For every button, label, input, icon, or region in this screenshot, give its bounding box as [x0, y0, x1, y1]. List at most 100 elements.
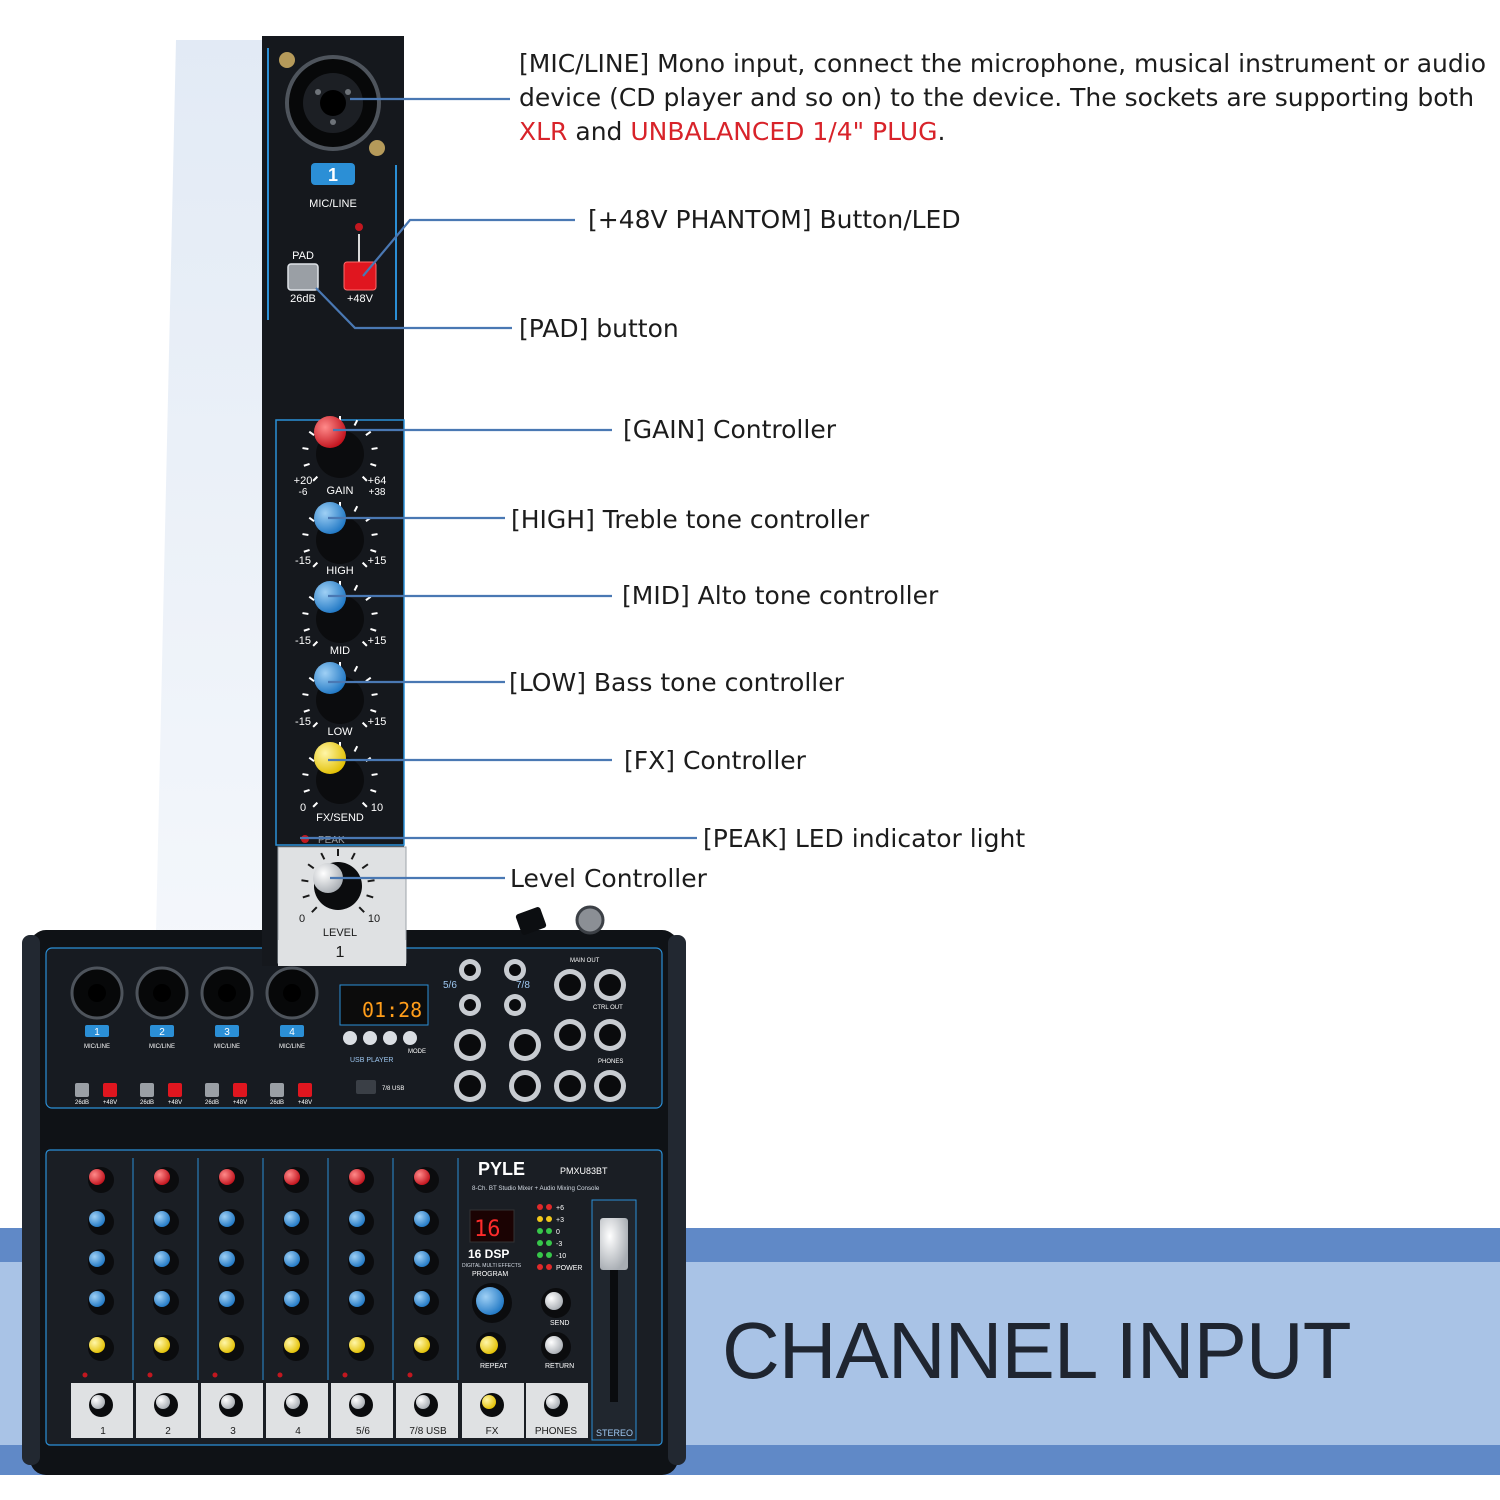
gain-knob[interactable]	[314, 416, 346, 448]
mixer-level-knob[interactable]	[546, 1395, 560, 1409]
mixer-channel-strip: 3	[201, 1158, 264, 1438]
mixer-pad-button-2[interactable]	[140, 1083, 154, 1097]
mixer-knob[interactable]	[219, 1211, 235, 1227]
mixer-knob[interactable]	[414, 1211, 430, 1227]
usb-mode-label: MODE	[408, 1049, 426, 1055]
meter-led	[546, 1228, 552, 1234]
high-knob-label: HIGH	[326, 565, 354, 577]
pad-label: PAD	[292, 250, 314, 262]
mixer-knob[interactable]	[284, 1251, 300, 1267]
mixer-knob[interactable]	[154, 1211, 170, 1227]
mixer-channel-strip: 5/6	[331, 1158, 394, 1438]
mixer-knob[interactable]	[349, 1211, 365, 1227]
mixer-pad-button-1[interactable]	[75, 1083, 89, 1097]
mixer-pad-db-label: 26dB	[270, 1100, 284, 1106]
mixer-knob[interactable]	[284, 1211, 300, 1227]
mixer-knob[interactable]	[89, 1169, 105, 1185]
channel-badge-label: 1	[328, 165, 338, 185]
gain-knob-min-label-2: -6	[299, 487, 308, 498]
mixer-channel-number: 5/6	[356, 1426, 370, 1437]
mixer-phantom-label: +48V	[168, 1100, 182, 1106]
mixer-level-knob[interactable]	[482, 1395, 496, 1409]
mixer-knob[interactable]	[480, 1336, 498, 1354]
mixer-knob[interactable]	[284, 1337, 300, 1353]
gain-knob-min-label: +20	[294, 475, 313, 487]
mixer-level-knob[interactable]	[416, 1395, 430, 1409]
mixer-peak-led	[212, 1372, 218, 1378]
low-knob[interactable]	[314, 662, 346, 694]
mixer-channel-badge-label: 2	[159, 1027, 165, 1038]
meter-led	[546, 1240, 552, 1246]
mixer-knob[interactable]	[89, 1211, 105, 1227]
mixer-knob[interactable]	[284, 1291, 300, 1307]
usb-display-time: 01:28	[362, 998, 422, 1022]
callout-mic-line-end: .	[937, 117, 946, 146]
meter-led	[546, 1216, 552, 1222]
mixer-level-knob[interactable]	[351, 1395, 365, 1409]
mixer-channel-strip: 2	[136, 1158, 199, 1438]
callout-mic-line-plug: UNBALANCED 1/4" PLUG	[630, 117, 938, 146]
high-knob-min-label: -15	[295, 555, 311, 567]
usb-player-button[interactable]	[363, 1031, 377, 1045]
mixer-knob[interactable]	[219, 1251, 235, 1267]
mixer-knob[interactable]	[476, 1287, 504, 1315]
mixer-knob[interactable]	[154, 1337, 170, 1353]
level-min-label: 0	[299, 913, 305, 925]
usb-player-button[interactable]	[343, 1031, 357, 1045]
mixer-phantom-button-2[interactable]	[168, 1083, 182, 1097]
mixer-knob[interactable]	[349, 1337, 365, 1353]
mixer-mic-line-label: MIC/LINE	[279, 1044, 305, 1050]
mixer-knob[interactable]	[284, 1169, 300, 1185]
mixer-level-knob[interactable]	[156, 1395, 170, 1409]
usb-player-button[interactable]	[403, 1031, 417, 1045]
mixer-level-knob[interactable]	[221, 1395, 235, 1409]
mixer-knob[interactable]	[89, 1251, 105, 1267]
mixer-knob[interactable]	[219, 1169, 235, 1185]
mixer-knob[interactable]	[154, 1251, 170, 1267]
mixer-mic-line-label: MIC/LINE	[214, 1044, 240, 1050]
mixer-knob[interactable]	[89, 1337, 105, 1353]
mixer-knob[interactable]	[349, 1291, 365, 1307]
mixer-channel-strip: 7/8 USB	[396, 1158, 459, 1438]
mixer-knob[interactable]	[154, 1291, 170, 1307]
mixer-knob[interactable]	[545, 1292, 563, 1310]
usb-player-button[interactable]	[383, 1031, 397, 1045]
meter-led	[537, 1204, 543, 1210]
mic-line-label: MIC/LINE	[309, 198, 357, 210]
mixer-phantom-button-3[interactable]	[233, 1083, 247, 1097]
mixer-phantom-button-1[interactable]	[103, 1083, 117, 1097]
meter-label: -3	[556, 1241, 562, 1248]
meter-led	[537, 1240, 543, 1246]
usb-player-label: USB PLAYER	[350, 1057, 393, 1064]
mixer-knob[interactable]	[89, 1291, 105, 1307]
mixer-knob[interactable]	[349, 1251, 365, 1267]
mixer-level-knob[interactable]	[286, 1395, 300, 1409]
fx-send-knob-min-label: 0	[300, 802, 306, 814]
leader-lines	[300, 97, 697, 880]
mixer-phantom-label: +48V	[233, 1100, 247, 1106]
mixer-knob[interactable]	[154, 1169, 170, 1185]
callout-pad: [PAD] button	[519, 314, 679, 343]
mixer-pad-button-3[interactable]	[205, 1083, 219, 1097]
mixer-knob[interactable]	[349, 1169, 365, 1185]
mixer-knob[interactable]	[414, 1169, 430, 1185]
mixer-knob[interactable]	[219, 1291, 235, 1307]
program-display	[469, 1209, 515, 1243]
mixer-channel-strip: 1	[71, 1158, 134, 1438]
main-out-label: MAIN OUT	[570, 958, 600, 964]
stereo-fader-cap[interactable]	[600, 1218, 628, 1270]
level-knob[interactable]	[313, 863, 343, 893]
usb-source-switch[interactable]	[356, 1080, 376, 1094]
gain-knob-scale	[302, 416, 378, 482]
mixer-phantom-button-4[interactable]	[298, 1083, 312, 1097]
mixer-pad-button-4[interactable]	[270, 1083, 284, 1097]
mixer-knob[interactable]	[414, 1291, 430, 1307]
stereo-label: STEREO	[596, 1428, 633, 1438]
mixer-knob[interactable]	[414, 1337, 430, 1353]
pad-button[interactable]	[287, 263, 319, 291]
mixer-level-knob[interactable]	[91, 1395, 105, 1409]
mixer-knob[interactable]	[545, 1336, 563, 1354]
mixer-knob[interactable]	[414, 1251, 430, 1267]
mixer-knob[interactable]	[219, 1337, 235, 1353]
fx-send-knob[interactable]	[314, 742, 346, 774]
